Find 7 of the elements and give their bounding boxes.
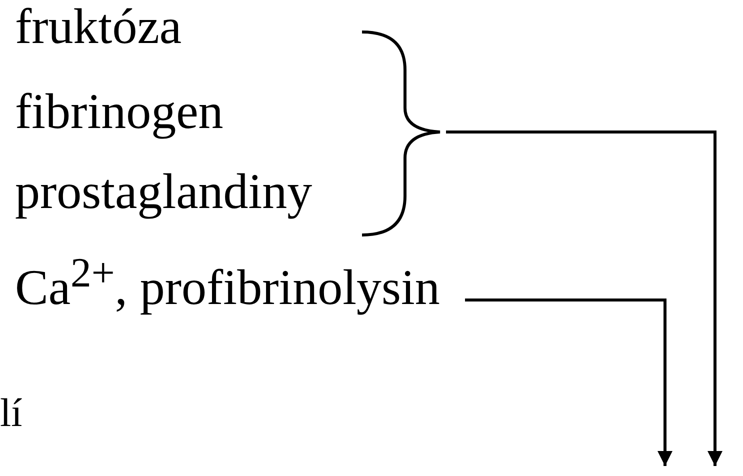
text-fragment: lí xyxy=(0,389,22,437)
node-text: Ca$^{2+}$, profibrinolysin xyxy=(15,258,440,315)
node-text: prostaglandiny xyxy=(15,163,312,219)
node-text: fruktóza xyxy=(15,0,182,54)
arrow xyxy=(465,298,672,466)
node-text: fibrinogen xyxy=(15,83,224,139)
arrow xyxy=(446,130,722,466)
